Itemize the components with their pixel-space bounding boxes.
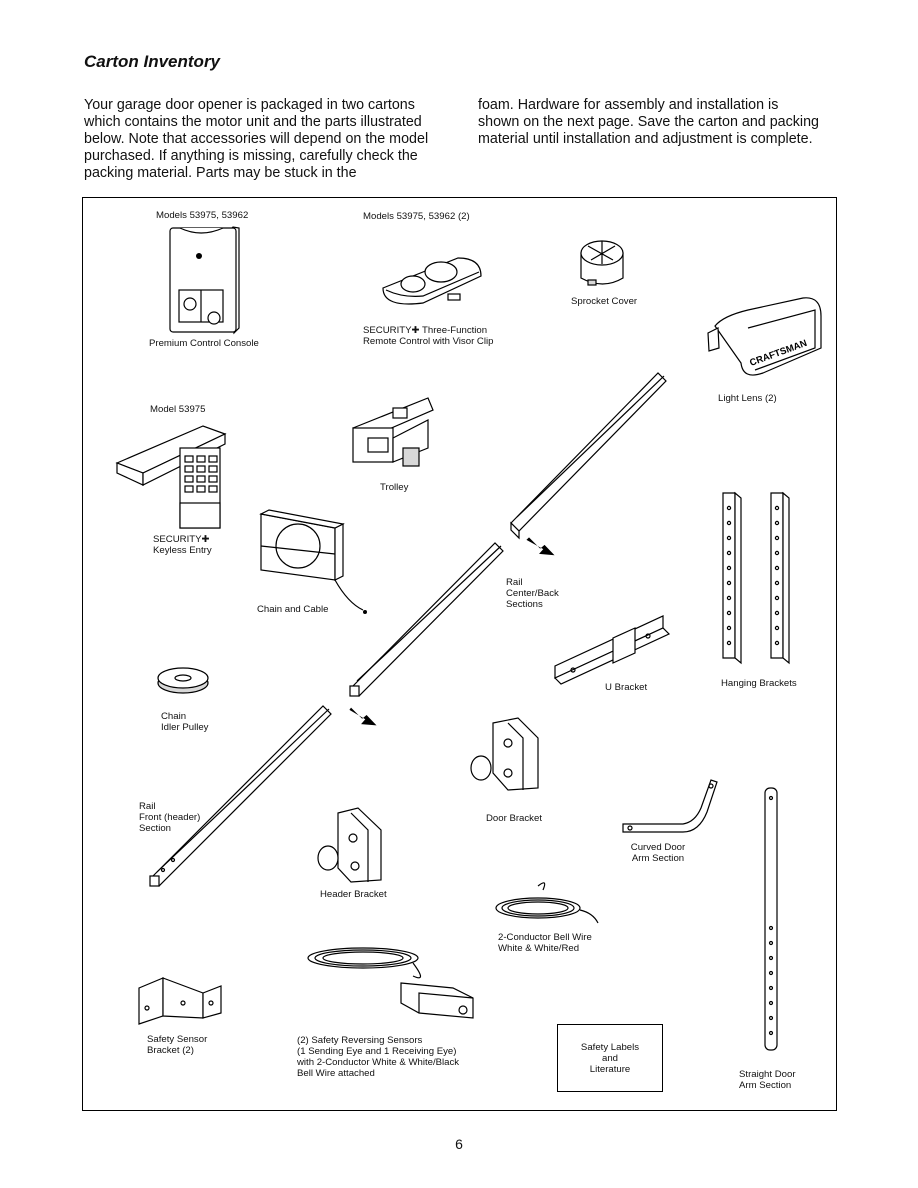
chain-cable-illustration: [259, 509, 367, 614]
keyless-model-label: Model 53975: [150, 404, 206, 415]
u-bracket-illustration: [553, 615, 671, 685]
bell-wire-illustration: [495, 882, 599, 924]
door-bracket-label: Door Bracket: [486, 813, 542, 824]
straight-arm-label: Straight Door Arm Section: [739, 1069, 796, 1091]
safety-sensors-label: (2) Safety Reversing Sensors (1 Sending …: [297, 1035, 460, 1079]
safety-labels-box: Safety Labels and Literature: [557, 1024, 663, 1092]
remote-models-label: Models 53975, 53962 (2): [363, 211, 470, 222]
parts-illustration: CRAFTSMAN: [115, 226, 822, 1051]
remote-label: SECURITY✚ Three-Function Remote Control …: [363, 325, 494, 347]
rail-center-illustration: [349, 372, 667, 697]
trolley-illustration: [352, 397, 434, 467]
control-console-illustration: [169, 226, 240, 335]
sprocket-cover-label: Sprocket Cover: [571, 296, 638, 307]
keyless-label: SECURITY✚ Keyless Entry: [153, 534, 212, 556]
intro-paragraph-left: Your garage door opener is packaged in t…: [84, 97, 429, 181]
hanging-brackets-label: Hanging Brackets: [721, 678, 797, 689]
intro-paragraph-right: foam. Hardware for assembly and installa…: [478, 97, 819, 147]
curved-arm-illustration: [622, 779, 718, 833]
sensor-bracket-label: Safety Sensor Bracket (2): [147, 1034, 208, 1056]
door-bracket-illustration: [470, 717, 539, 791]
light-lens-label: Light Lens (2): [718, 393, 777, 404]
trolley-label: Trolley: [380, 482, 409, 493]
console-label: Premium Control Console: [149, 338, 259, 349]
bell-wire-label: 2-Conductor Bell Wire White & White/Red: [498, 932, 592, 954]
light-lens-illustration: CRAFTSMAN: [707, 297, 822, 376]
rail-front-illustration: [149, 705, 377, 887]
curved-arm-label: Curved Door Arm Section: [630, 842, 686, 864]
remote-control-illustration: [382, 257, 482, 305]
hanging-brackets-illustration: [722, 491, 790, 665]
safety-labels-label: Safety Labels and Literature: [580, 1042, 640, 1075]
u-bracket-label: U Bracket: [605, 682, 648, 693]
console-models-label: Models 53975, 53962: [156, 210, 249, 221]
header-bracket-label: Header Bracket: [320, 889, 387, 900]
header-bracket-illustration: [317, 807, 382, 883]
chain-cable-label: Chain and Cable: [257, 604, 329, 615]
safety-sensor-illustration: [307, 947, 474, 1019]
rail-front-label: Rail Front (header) Section: [139, 801, 201, 834]
straight-arm-illustration: [764, 787, 778, 1051]
sensor-bracket-illustration: [138, 977, 222, 1025]
sprocket-cover-illustration: [580, 240, 624, 286]
page-title: Carton Inventory: [84, 52, 221, 71]
page-number: 6: [455, 1136, 463, 1152]
keyless-entry-illustration: [115, 425, 227, 529]
carton-inventory-figure: CRAFTSMAN: [82, 197, 837, 1111]
rail-center-label: Rail Center/Back Sections: [506, 577, 559, 610]
idler-pulley-label: Chain Idler Pulley: [161, 711, 209, 733]
idler-pulley-illustration: [157, 667, 209, 694]
